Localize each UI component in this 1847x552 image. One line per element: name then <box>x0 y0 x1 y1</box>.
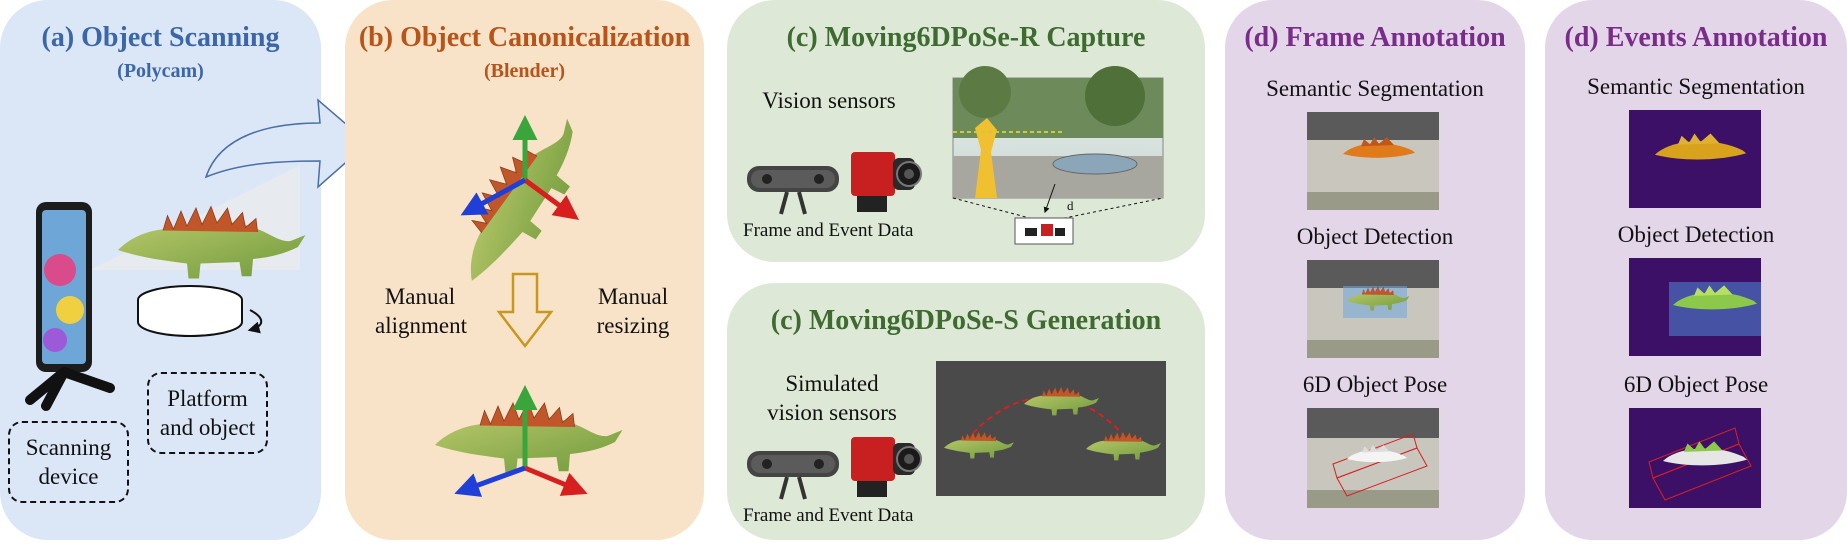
frame-pose-thumb <box>1307 408 1439 508</box>
frame-seg-label: Semantic Segmentation <box>1266 76 1484 101</box>
events-det-thumb <box>1629 258 1761 356</box>
panel-b-title: (b) Object Canonicalization <box>358 22 691 53</box>
events-seg-label: Semantic Segmentation <box>1587 74 1805 99</box>
down-arrow <box>496 272 554 349</box>
panel-object-canonicalization: (b) Object Canonicalization (Blender) Ma… <box>345 0 704 540</box>
platform-icon <box>137 285 263 337</box>
scanning-illustration <box>25 165 306 411</box>
panel-object-scanning: (a) Object Scanning (Polycam) Scanning d… <box>0 0 321 540</box>
panel-d-events-title: (d) Events Annotation <box>1564 22 1828 53</box>
scanning-device-label: Scanning device <box>8 421 129 503</box>
panel-a-subtitle: (Polycam) <box>117 60 204 82</box>
frame-seg-thumb <box>1307 112 1439 210</box>
arrow-scanning-to-canonicalization <box>204 98 370 189</box>
sim-data-label: Frame and Event Data <box>743 505 914 526</box>
canonical-dino-after <box>434 385 623 497</box>
manual-alignment-label: Manual alignment <box>375 284 467 338</box>
panel-b-subtitle: (Blender) <box>483 60 566 82</box>
real-scene-image <box>952 66 1164 245</box>
sim-scene-image <box>936 361 1166 496</box>
simulated-sensors-label: Simulated vision sensors <box>767 371 897 425</box>
panel-c-sim-title: (c) Moving6DPoSe-S Generation <box>770 305 1162 336</box>
events-pose-thumb <box>1629 408 1761 508</box>
panel-a-title: (a) Object Scanning <box>41 22 280 53</box>
manual-resizing-label: Manual resizing <box>596 284 670 338</box>
sim-camera-pair-icon <box>745 435 923 501</box>
panel-frame-annotation: (d) Frame Annotation Semantic Segmentati… <box>1225 0 1525 540</box>
smartphone-icon <box>25 202 115 411</box>
platform-and-object-label: Platform and object <box>147 372 268 454</box>
frame-pose-label: 6D Object Pose <box>1302 372 1448 397</box>
panel-c-real-title: (c) Moving6DPoSe-R Capture <box>786 22 1146 53</box>
events-det-label: Object Detection <box>1617 222 1775 247</box>
panel-sim-generation: (c) Moving6DPoSe-S Generation Simulated … <box>727 283 1205 540</box>
panel-d-frame-title: (d) Frame Annotation <box>1244 22 1506 53</box>
events-pose-label: 6D Object Pose <box>1623 372 1769 397</box>
camera-pair-icon <box>745 150 923 216</box>
canonical-dino-before <box>435 101 604 298</box>
frame-det-thumb <box>1307 260 1439 358</box>
real-data-label: Frame and Event Data <box>743 220 914 241</box>
frame-det-label: Object Detection <box>1296 224 1454 249</box>
events-seg-thumb <box>1629 110 1761 208</box>
panel-events-annotation: (d) Events Annotation Semantic Segmentat… <box>1545 0 1847 540</box>
distance-label: d <box>1067 198 1074 213</box>
panel-real-capture: (c) Moving6DPoSe-R Capture Vision sensor… <box>727 0 1205 262</box>
vision-sensors-label: Vision sensors <box>762 88 896 113</box>
